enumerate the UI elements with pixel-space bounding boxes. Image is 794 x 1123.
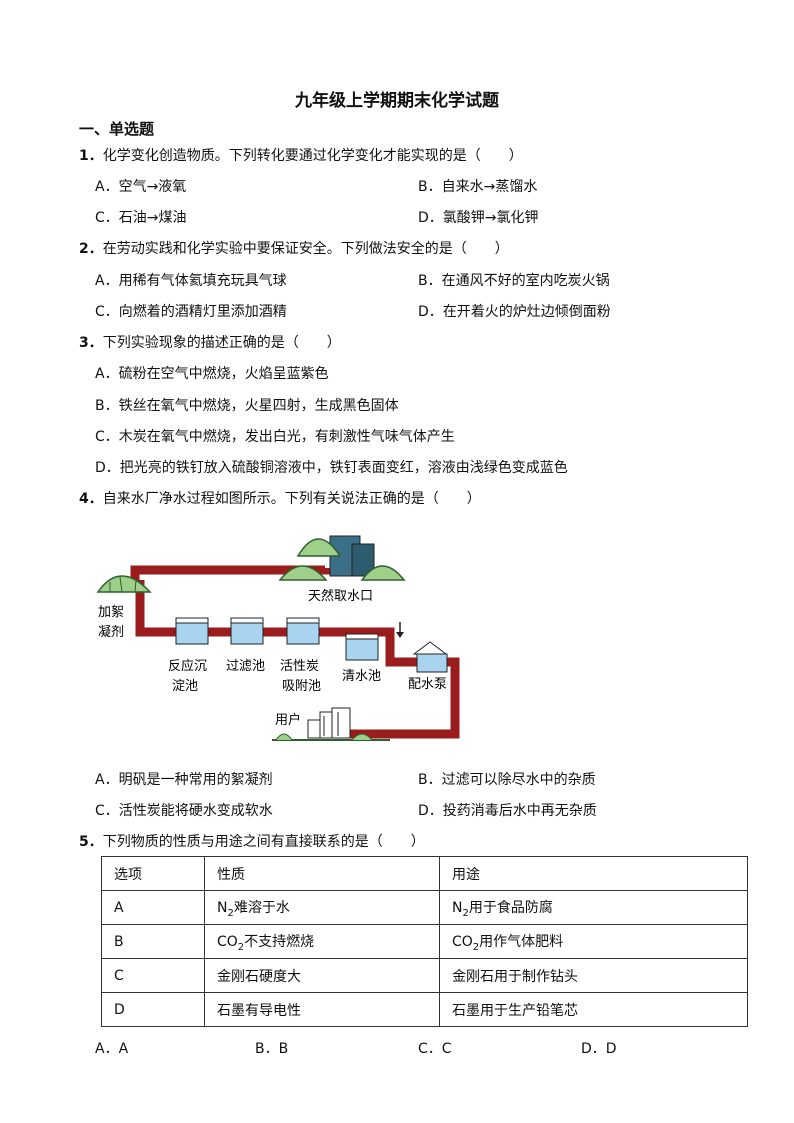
q5-option-a[interactable]: A．A	[95, 1041, 129, 1057]
q3-option-b[interactable]: B．铁丝在氧气中燃烧，火星四射，生成黑色固体	[95, 398, 399, 414]
table-cell-option: B	[101, 924, 205, 959]
table-row: B CO2不支持燃烧 CO2用作气体肥料	[101, 924, 748, 959]
label-coagulant-1: 加絮	[98, 604, 124, 620]
question-5: 5．下列物质的性质与用途之间有直接联系的是（ ）	[79, 831, 425, 851]
property-use-table: 选项 性质 用途 A N2难溶于水 N2用于食品防腐 B CO2不支持燃烧 CO…	[101, 856, 748, 1027]
label-filter: 过滤池	[226, 659, 265, 674]
label-coagulant-2: 凝剂	[98, 624, 124, 640]
label-clean-water: 清水池	[342, 669, 381, 684]
table-row: A N2难溶于水 N2用于食品防腐	[101, 890, 748, 925]
question-number: 5．	[79, 834, 103, 850]
table-cell-use: 石墨用于生产铅笔芯	[439, 992, 748, 1027]
question-number: 3．	[79, 335, 103, 351]
section-heading: 一、单选题	[79, 120, 155, 138]
table-row: D 石墨有导电性 石墨用于生产铅笔芯	[101, 992, 748, 1027]
q3-option-a[interactable]: A．硫粉在空气中燃烧，火焰呈蓝紫色	[95, 366, 329, 382]
table-cell-property: 石墨有导电性	[204, 992, 440, 1027]
q1-option-c[interactable]: C．石油→煤油	[95, 210, 187, 226]
question-2: 2．在劳动实践和化学实验中要保证安全。下列做法安全的是（ ）	[79, 238, 509, 258]
q2-option-d[interactable]: D．在开着火的炉灶边倾倒面粉	[418, 304, 611, 320]
question-stem: 化学变化创造物质。下列转化要通过化学变化才能实现的是（ ）	[102, 148, 523, 164]
page-title: 九年级上学期期末化学试题	[295, 91, 499, 111]
table-cell-property: CO2不支持燃烧	[204, 924, 440, 959]
label-pump: 配水泵	[408, 677, 447, 692]
question-number: 4．	[79, 491, 103, 507]
table-header-row: 选项 性质 用途	[101, 856, 748, 891]
clean-water-tank	[345, 633, 379, 661]
table-cell-option: C	[101, 958, 205, 993]
pump-house-icon	[412, 641, 448, 673]
q1-option-b[interactable]: B．自来水→蒸馏水	[418, 179, 538, 195]
table-cell-property: 金刚石硬度大	[204, 958, 440, 993]
q4-option-c[interactable]: C．活性炭能将硬水变成软水	[95, 803, 273, 819]
label-adsorption-2: 吸附池	[282, 679, 321, 694]
adsorption-tank	[286, 617, 320, 645]
filter-tank	[230, 617, 264, 645]
label-sedimentation-1: 反应沉	[168, 658, 207, 674]
table-cell-use: 金刚石用于制作钻头	[439, 958, 748, 993]
question-4: 4．自来水厂净水过程如图所示。下列有关说法正确的是（ ）	[79, 488, 481, 508]
table-cell-property: N2难溶于水	[204, 890, 440, 925]
question-1: 1．化学变化创造物质。下列转化要通过化学变化才能实现的是（ ）	[79, 145, 523, 165]
pipe-main	[135, 580, 460, 739]
q2-option-a[interactable]: A．用稀有气体氦填充玩具气球	[95, 273, 287, 289]
label-user: 用户	[275, 712, 301, 728]
table-header-cell: 选项	[101, 856, 205, 891]
arrow-down-icon	[396, 622, 404, 638]
question-number: 1．	[79, 148, 103, 164]
question-3: 3．下列实验现象的描述正确的是（ ）	[79, 332, 341, 352]
label-source: 天然取水口	[308, 588, 373, 604]
q5-option-b[interactable]: B．B	[255, 1041, 289, 1057]
q5-option-d[interactable]: D．D	[581, 1041, 617, 1057]
table-cell-use: CO2用作气体肥料	[439, 924, 748, 959]
q4-option-b[interactable]: B．过滤可以除尽水中的杂质	[418, 772, 596, 788]
pipe-top	[130, 565, 330, 580]
q4-option-d[interactable]: D．投药消毒后水中再无杂质	[418, 803, 597, 819]
question-stem: 下列物质的性质与用途之间有直接联系的是（ ）	[102, 834, 425, 850]
table-cell-option: A	[101, 890, 205, 925]
table-row: C 金刚石硬度大 金刚石用于制作钻头	[101, 958, 748, 993]
question-stem: 在劳动实践和化学实验中要保证安全。下列做法安全的是（ ）	[102, 241, 509, 257]
water-purification-diagram: 天然取水口 加絮 凝剂 反应沉 淀池 过滤池 活性炭 吸附池 清水池 配水泵 用…	[96, 535, 460, 741]
table-cell-use: N2用于食品防腐	[439, 890, 748, 925]
label-sedimentation-2: 淀池	[172, 679, 198, 694]
table-header-cell: 用途	[439, 856, 748, 891]
q3-option-c[interactable]: C．木炭在氧气中燃烧，发出白光，有刺激性气味气体产生	[95, 429, 455, 445]
question-number: 2．	[79, 241, 103, 257]
q2-option-c[interactable]: C．向燃着的酒精灯里添加酒精	[95, 304, 287, 320]
label-adsorption-1: 活性炭	[280, 659, 319, 674]
q5-option-c[interactable]: C．C	[418, 1041, 452, 1057]
question-stem: 下列实验现象的描述正确的是（ ）	[102, 335, 341, 351]
table-cell-option: D	[101, 992, 205, 1027]
q4-option-a[interactable]: A．明矾是一种常用的絮凝剂	[95, 772, 273, 788]
q1-option-a[interactable]: A．空气→液氧	[95, 179, 187, 195]
user-building-icon	[272, 707, 390, 741]
question-stem: 自来水厂净水过程如图所示。下列有关说法正确的是（ ）	[102, 491, 481, 507]
q2-option-b[interactable]: B．在通风不好的室内吃炭火锅	[418, 273, 610, 289]
tree-icon	[96, 575, 152, 593]
table-header-cell: 性质	[204, 856, 440, 891]
q3-option-d[interactable]: D．把光亮的铁钉放入硫酸铜溶液中，铁钉表面变红，溶液由浅绿色变成蓝色	[95, 460, 568, 476]
water-intake-icon	[278, 535, 406, 581]
q1-option-d[interactable]: D．氯酸钾→氯化钾	[418, 210, 539, 226]
sedimentation-tank	[175, 617, 209, 645]
